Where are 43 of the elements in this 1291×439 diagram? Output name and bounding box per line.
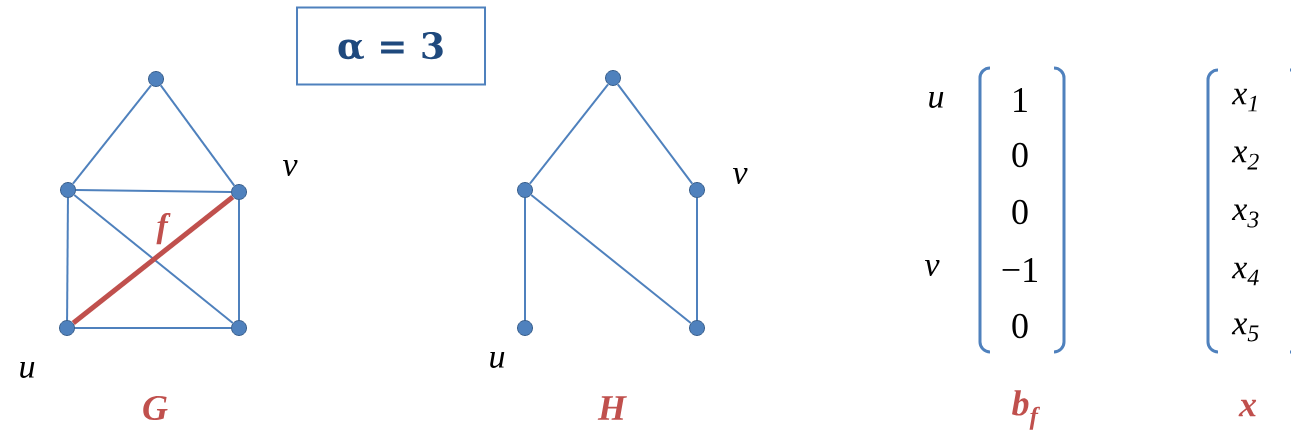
vertex-dot [148, 71, 164, 87]
graph-edge [238, 199, 240, 321]
graph-edge [159, 84, 236, 187]
graph-edge [696, 197, 698, 321]
vertex-dot [59, 320, 75, 336]
graph-edge [616, 83, 694, 185]
graph-edge [75, 189, 232, 193]
graph-edge [72, 84, 153, 185]
variable-label: x$_{4}$ [1231, 262, 1259, 286]
vertex-label: v [282, 160, 298, 176]
vertex-dot [231, 320, 247, 336]
variable-label: x$_{1}$ [1231, 88, 1257, 112]
vertex-label: u [20, 362, 35, 378]
variable-label: v [924, 260, 940, 276]
vertex-dot [689, 320, 705, 336]
figure-label: b$_{f}$ [1012, 390, 1041, 430]
variable-label: x$_{5}$ [1231, 318, 1259, 342]
vertex-label: u [490, 352, 505, 368]
vertex-dot [689, 182, 705, 198]
variable-label: x$_{2}$ [1231, 146, 1259, 170]
vertex-dot [60, 182, 76, 198]
variable-label: u [929, 92, 944, 108]
formula-box: α = 3 [296, 6, 486, 86]
graph-edge [524, 197, 526, 321]
graph-edge [66, 197, 69, 321]
vertex-label: v [732, 168, 748, 184]
figure-label: G [143, 395, 168, 421]
variable-label: x$_{3}$ [1231, 204, 1259, 228]
matrix-entry: −1 [1002, 258, 1037, 282]
figure-label: x [1238, 399, 1257, 417]
matrix-entry: 0 [1012, 142, 1028, 168]
vertex-dot [517, 182, 533, 198]
figure-label: H [597, 396, 627, 420]
matrix-entry: 0 [1012, 199, 1028, 225]
vertex-dot [605, 70, 621, 86]
graph-edge [528, 83, 610, 185]
graph-edge [530, 194, 692, 324]
vertex-dot [517, 320, 533, 336]
vertex-dot [231, 184, 247, 200]
matrix-entry: 0 [1012, 313, 1028, 339]
matrix-entry: 1 [1014, 88, 1027, 112]
edge-label: f [156, 213, 171, 245]
graph-edge [74, 327, 232, 329]
